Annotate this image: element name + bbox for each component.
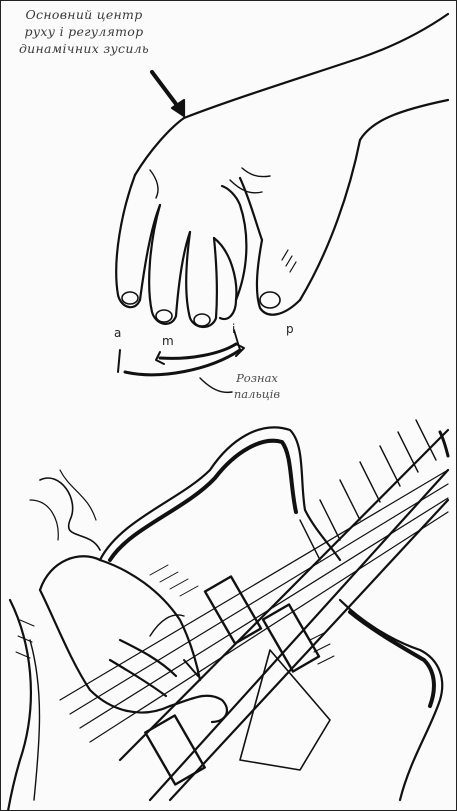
wrist-caption-line-1: Основний центр [4,6,164,23]
fingers-caption: Рознах пальців [214,370,300,402]
bass-guitar-drawing [8,420,448,811]
wrist-caption: Основний центр руху і регулятор динамічн… [4,6,164,57]
wrist-caption-line-3: динамічних зусиль [4,40,164,57]
finger-label-i: i [232,322,235,336]
fingers-caption-line-1: Рознах [214,370,300,386]
finger-label-p: p [286,322,294,336]
wrist-arrow [152,72,184,116]
plucking-hand-drawing [30,470,227,722]
fingers-caption-line-2: пальців [214,386,300,402]
finger-label-a: a [114,326,121,340]
finger-label-m: m [162,334,174,348]
wrist-caption-line-2: руху і регулятор [4,23,164,40]
hand-drawing [116,14,448,327]
